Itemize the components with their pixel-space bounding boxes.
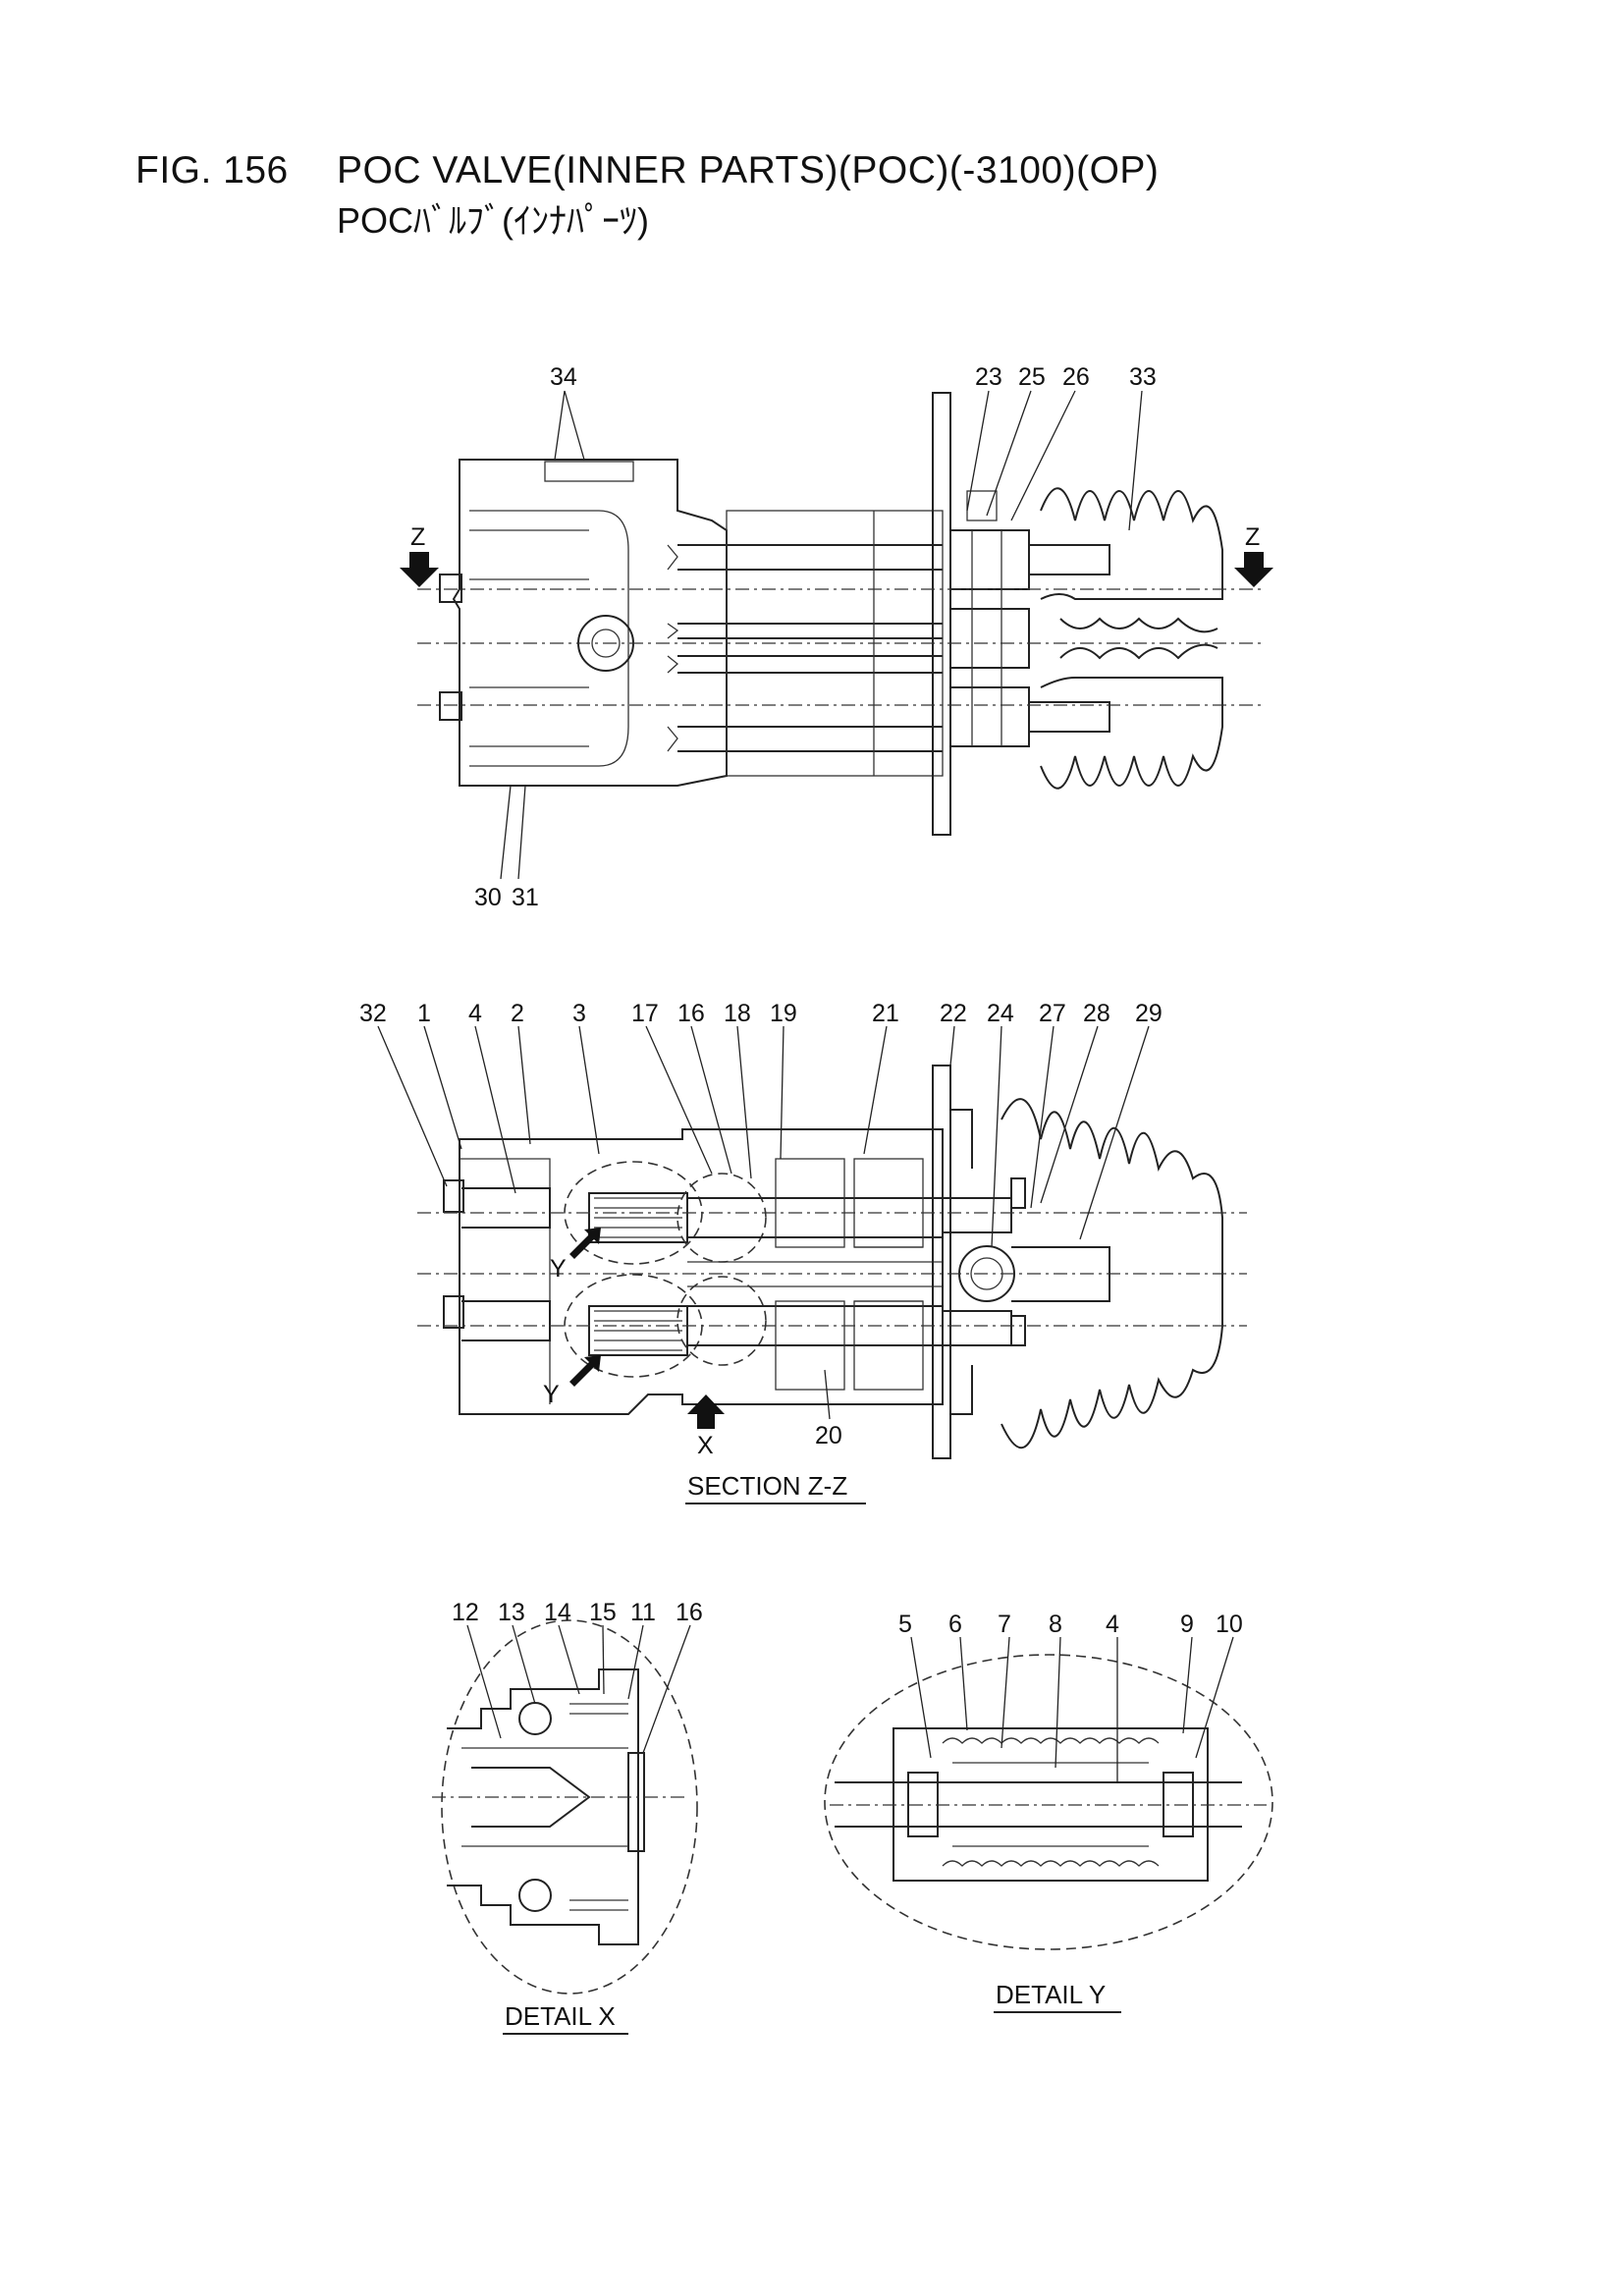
callout-1: 1 xyxy=(417,1000,431,1027)
detail-y-caption: DETAIL Y xyxy=(996,1980,1106,2009)
callout-28: 28 xyxy=(1083,1000,1110,1027)
detail-y: 5 6 7 8 4 9 10 DETAIL Y xyxy=(824,1611,1273,2013)
callout-17: 17 xyxy=(631,1000,659,1027)
detail-x: 12 13 14 15 11 16 DETAIL X xyxy=(432,1599,703,2035)
callout-30: 30 xyxy=(474,884,502,911)
view-arrow-z-right xyxy=(1234,552,1273,587)
view-arrow-y-upper xyxy=(569,1228,601,1259)
callout-32: 32 xyxy=(359,1000,387,1027)
callout-19: 19 xyxy=(770,1000,797,1027)
callout-5: 5 xyxy=(898,1611,912,1638)
top-view: Z Z 34 23 25 26 33 30 31 xyxy=(400,363,1273,911)
figure-name: POC VALVE(INNER PARTS)(POC)(-3100)(OP) xyxy=(337,149,1160,191)
callout-16: 16 xyxy=(677,1000,705,1027)
callout-4: 4 xyxy=(468,1000,482,1027)
view-marker-x: X xyxy=(697,1432,714,1459)
figure-subtitle: POCﾊﾞﾙﾌﾞ(ｲﾝﾅﾊﾟｰﾂ) xyxy=(337,200,649,241)
callout-23: 23 xyxy=(975,363,1002,391)
view-arrow-x xyxy=(687,1394,725,1429)
callout-33: 33 xyxy=(1129,363,1157,391)
view-marker-z-right: Z xyxy=(1245,523,1260,551)
callout-14: 14 xyxy=(544,1599,571,1626)
callout-6: 6 xyxy=(948,1611,962,1638)
callout-3: 3 xyxy=(572,1000,586,1027)
callout-22: 22 xyxy=(940,1000,967,1027)
section-z-z: Y Y X 32 1 4 2 3 17 16 18 19 21 22 24 27 xyxy=(359,1000,1247,1504)
callout-13: 13 xyxy=(498,1599,525,1626)
callout-9: 9 xyxy=(1180,1611,1194,1638)
view-marker-z-left: Z xyxy=(410,523,425,551)
callout-26: 26 xyxy=(1062,363,1090,391)
callout-4-detail-y: 4 xyxy=(1106,1611,1119,1638)
figure-title: FIG. 156 POC VALVE(INNER PARTS)(POC)(-310… xyxy=(135,149,1159,192)
callout-20: 20 xyxy=(815,1422,842,1449)
view-marker-y-lower: Y xyxy=(543,1381,560,1408)
callout-2: 2 xyxy=(511,1000,524,1027)
detail-x-caption: DETAIL X xyxy=(505,2001,616,2031)
callout-21: 21 xyxy=(872,1000,899,1027)
section-z-z-caption: SECTION Z-Z xyxy=(687,1471,847,1501)
callout-15: 15 xyxy=(589,1599,617,1626)
callout-10: 10 xyxy=(1216,1611,1243,1638)
callout-29: 29 xyxy=(1135,1000,1163,1027)
callout-11: 11 xyxy=(630,1599,656,1626)
callout-18: 18 xyxy=(724,1000,751,1027)
detail-x-marker-lower xyxy=(676,1276,767,1366)
detail-x-marker-upper xyxy=(676,1173,767,1263)
callout-16-detail-x: 16 xyxy=(676,1599,703,1626)
callout-27: 27 xyxy=(1039,1000,1066,1027)
callout-31: 31 xyxy=(512,884,539,911)
callout-24: 24 xyxy=(987,1000,1014,1027)
callout-8: 8 xyxy=(1049,1611,1062,1638)
callout-25: 25 xyxy=(1018,363,1046,391)
view-arrow-z-left xyxy=(400,552,439,587)
callout-7: 7 xyxy=(998,1611,1011,1638)
figure-number: FIG. 156 xyxy=(135,149,289,191)
callout-34: 34 xyxy=(550,363,577,391)
callout-12: 12 xyxy=(452,1599,479,1626)
view-marker-y-upper: Y xyxy=(550,1255,567,1283)
view-arrow-y-lower xyxy=(569,1355,601,1387)
